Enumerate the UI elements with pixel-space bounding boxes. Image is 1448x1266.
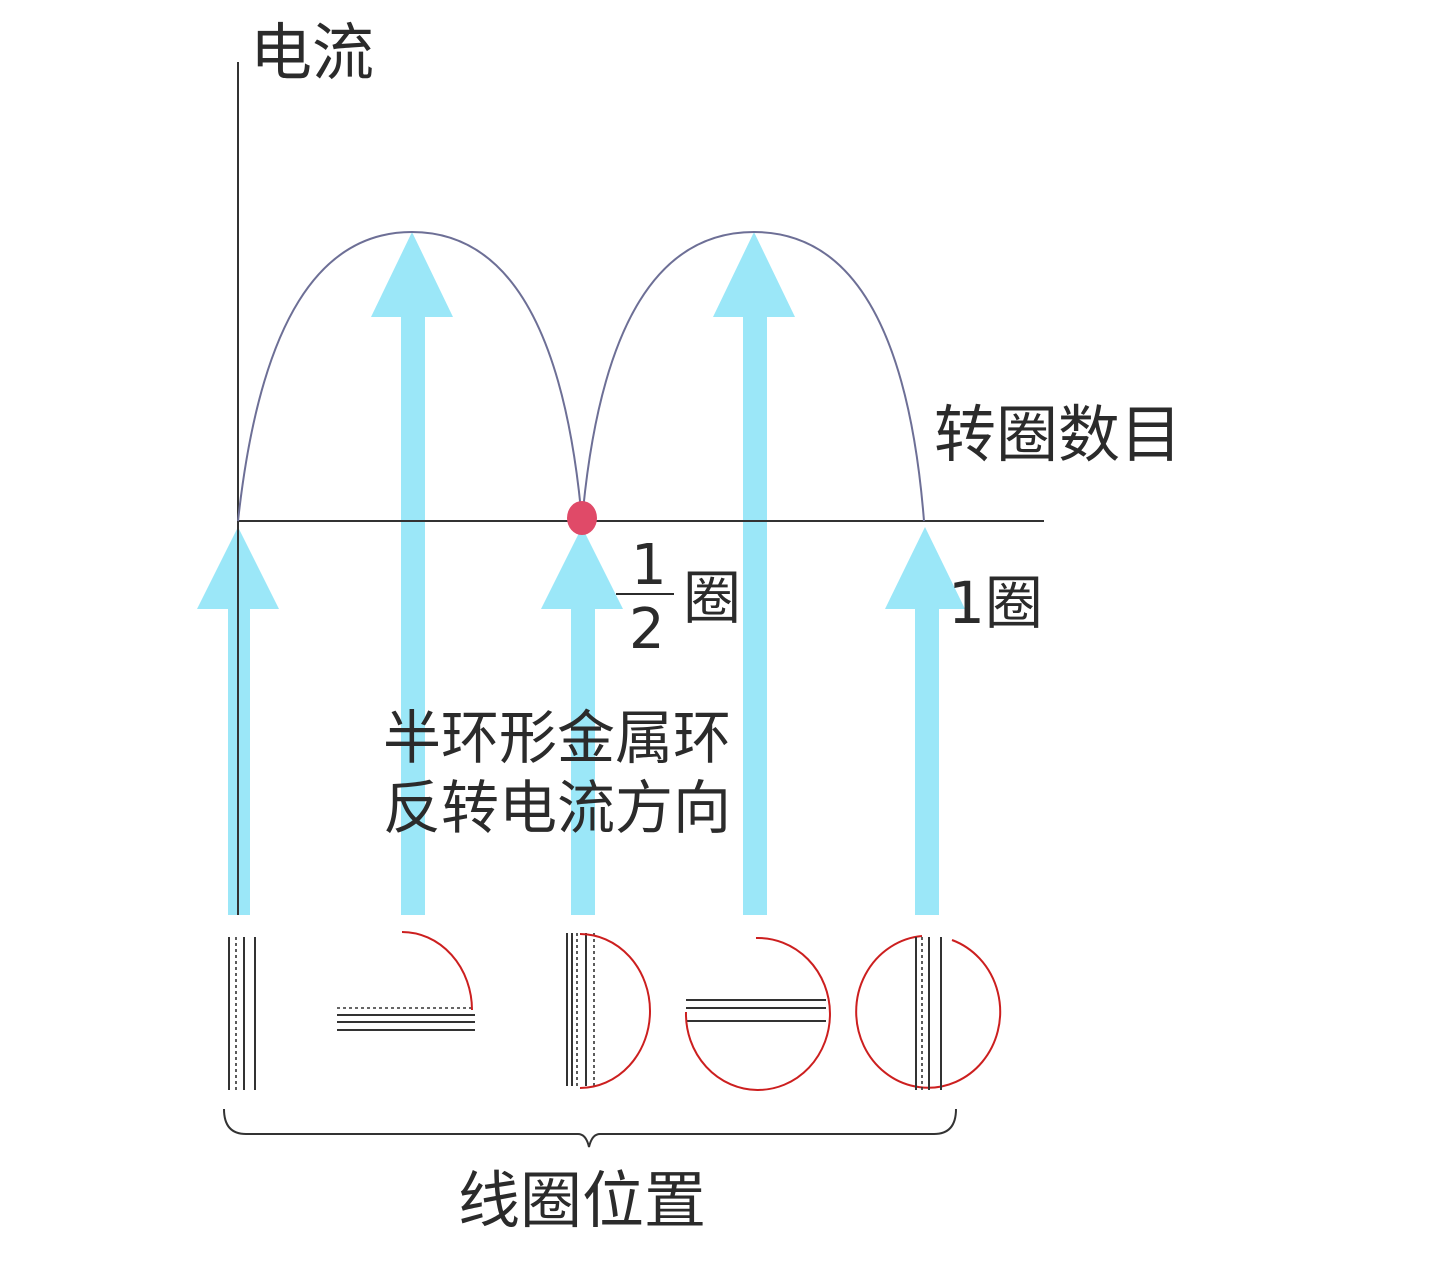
y-axis-label: 电流 [250, 16, 374, 89]
commutator-note-line1: 半环形金属环 [383, 704, 731, 772]
coil-position-one-icon [855, 935, 1002, 1090]
current-curve [237, 230, 925, 522]
coil-position-icons [228, 931, 1002, 1091]
coil-positions-label: 线圈位置 [458, 1164, 706, 1237]
current-arrow-one [885, 527, 965, 915]
coil-position-three-quarter-icon [684, 936, 831, 1091]
one-turn-label: 1圈 [948, 569, 1043, 637]
coil-position-quarter-icon [337, 931, 475, 1031]
current-arrow-three-quarter [713, 232, 795, 915]
half-turn-numerator: 1 [631, 533, 667, 598]
half-turn-denominator: 2 [629, 597, 665, 662]
half-turn-unit: 圈 [683, 564, 741, 632]
x-axis-label: 转圈数目 [934, 398, 1182, 471]
commutator-note-line2: 反转电流方向 [383, 774, 731, 842]
half-turn-dot [567, 501, 597, 535]
current-arrows [197, 232, 965, 915]
coil-position-half-icon [566, 933, 651, 1089]
coil-positions-brace [223, 1108, 957, 1148]
coil-position-0-icon [228, 937, 256, 1090]
current-arrow-half [541, 527, 623, 915]
current-arrow-quarter [371, 232, 453, 915]
